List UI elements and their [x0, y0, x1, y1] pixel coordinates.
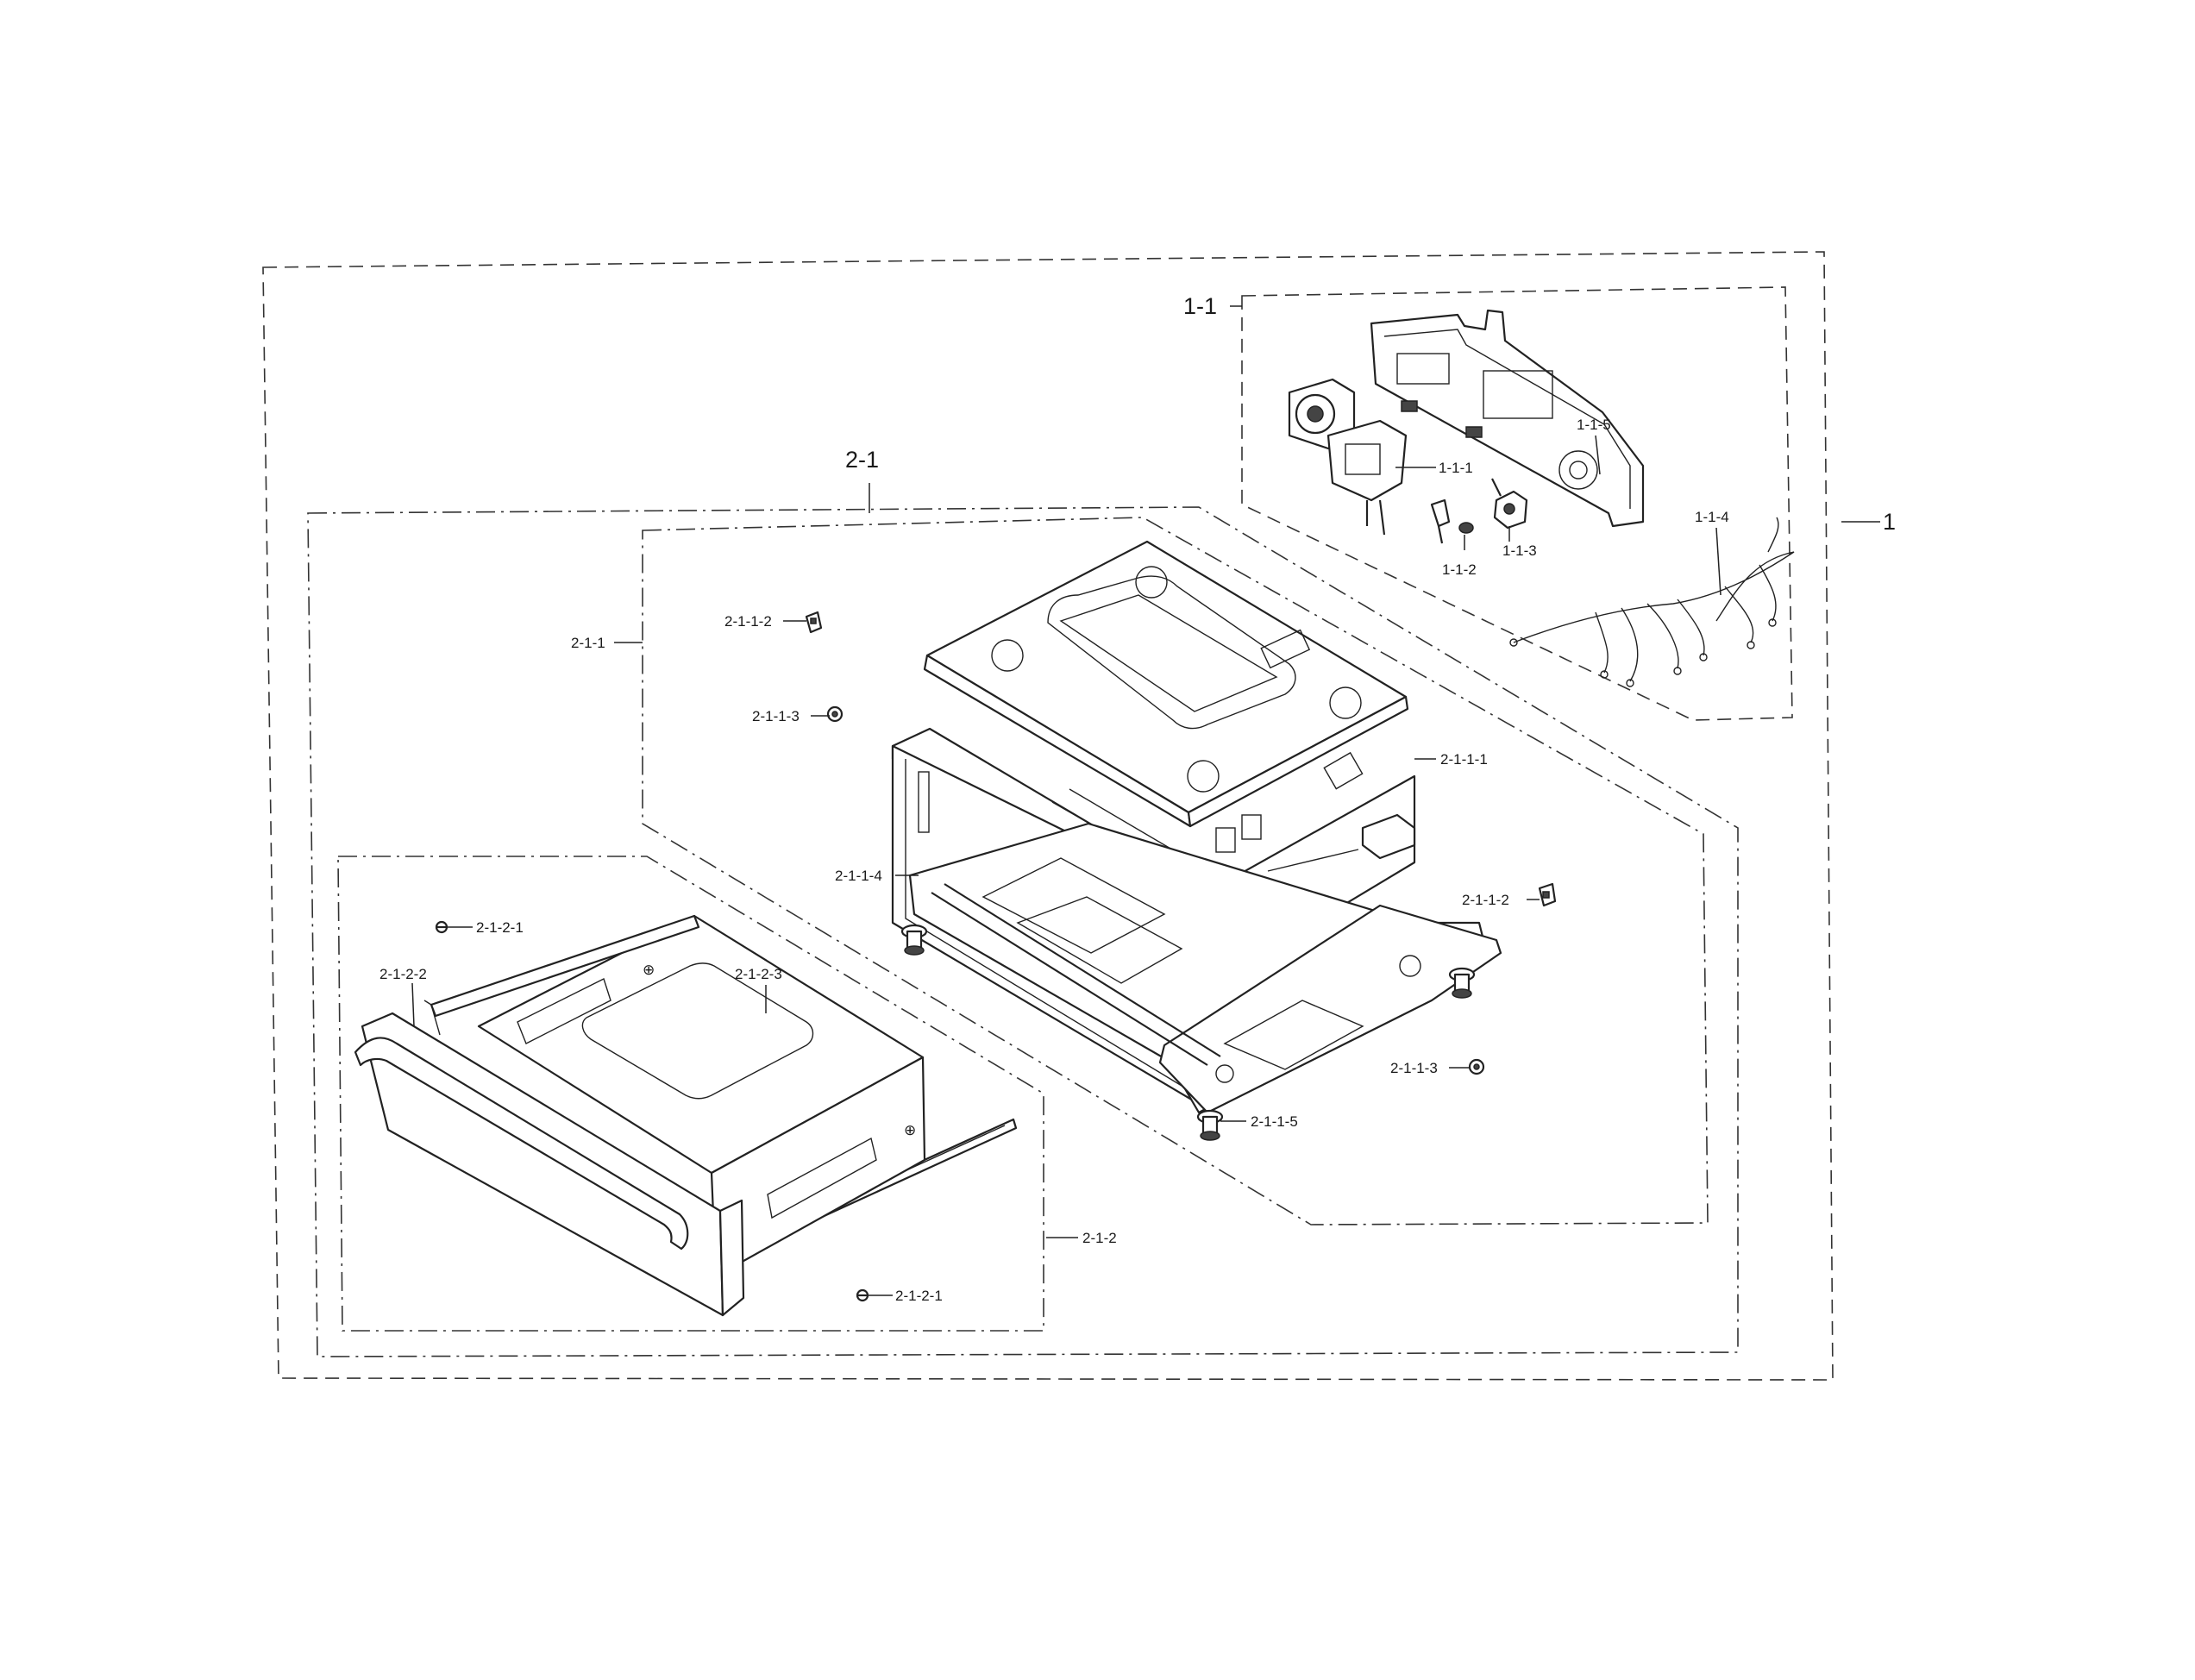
subassembly-2-1-2-boundary	[337, 856, 1044, 1332]
cabinet-base-plate	[908, 813, 1502, 1114]
label-part-2-1-2: 2-1-2	[1082, 1230, 1117, 1246]
label-part-2-1-1-2-right: 2-1-1-2	[1462, 892, 1509, 908]
label-part-2-1-1-5: 2-1-1-5	[1251, 1113, 1298, 1130]
label-part-2-1-1-2-top: 2-1-1-2	[724, 613, 772, 630]
control-knob-switch	[1288, 378, 1408, 536]
drawer-rail-inside	[931, 883, 1221, 1066]
screw-bottom	[1468, 1058, 1485, 1075]
assembly-1-boundary	[262, 251, 1834, 1381]
wire-harness	[1509, 517, 1795, 687]
drawer-body: ⊕ ⊕	[430, 914, 926, 1278]
flow-valve	[1491, 478, 1528, 530]
label-assembly-1: 1	[1883, 509, 1896, 535]
label-part-1-1-3: 1-1-3	[1502, 542, 1537, 559]
subassembly-1-1-boundary	[1241, 286, 1793, 721]
drawer-front-panel	[354, 1000, 745, 1317]
drawer-screw-bottom	[856, 1288, 869, 1302]
label-part-1-1-5: 1-1-5	[1577, 417, 1611, 433]
label-subassembly-1-1: 1-1	[1183, 293, 1217, 319]
label-part-2-1-2-1-top: 2-1-2-1	[476, 919, 524, 936]
cabinet-bracket-right	[1538, 882, 1557, 907]
label-part-2-1-1-4: 2-1-1-4	[835, 868, 882, 884]
label-part-2-1-1-1: 2-1-1-1	[1440, 751, 1488, 768]
label-part-2-1-1-3-bottom: 2-1-1-3	[1390, 1060, 1438, 1076]
svg-text:⊕: ⊕	[643, 962, 655, 978]
label-part-1-1-4: 1-1-4	[1695, 509, 1729, 525]
cabinet-top-frame	[923, 540, 1409, 828]
subassembly-2-1-1-boundary	[642, 517, 1709, 1226]
label-part-1-1-1: 1-1-1	[1439, 460, 1473, 476]
label-part-2-1-1-3-top: 2-1-1-3	[752, 708, 800, 724]
leveling-leg-front-left	[900, 924, 928, 956]
label-part-2-1-2-1-bottom: 2-1-2-1	[895, 1288, 943, 1304]
cabinet-bracket-top	[805, 611, 823, 634]
control-panel-bracket	[1370, 309, 1645, 528]
pressure-sensor	[1430, 498, 1474, 544]
leader-lines	[411, 305, 1880, 1296]
label-subassembly-2-1: 2-1	[845, 447, 879, 473]
label-part-2-1-2-3: 2-1-2-3	[735, 966, 782, 982]
screw-top	[826, 705, 844, 723]
drawer-screw-top	[435, 920, 448, 934]
label-part-2-1-1: 2-1-1	[571, 635, 605, 651]
subassembly-2-1-boundary	[307, 506, 1739, 1357]
leveling-leg-rear	[1196, 1109, 1224, 1141]
svg-text:⊕: ⊕	[904, 1122, 916, 1138]
label-part-2-1-2-2: 2-1-2-2	[379, 966, 427, 982]
leveling-leg-front-right	[1448, 967, 1476, 999]
label-part-1-1-2: 1-1-2	[1442, 561, 1477, 578]
